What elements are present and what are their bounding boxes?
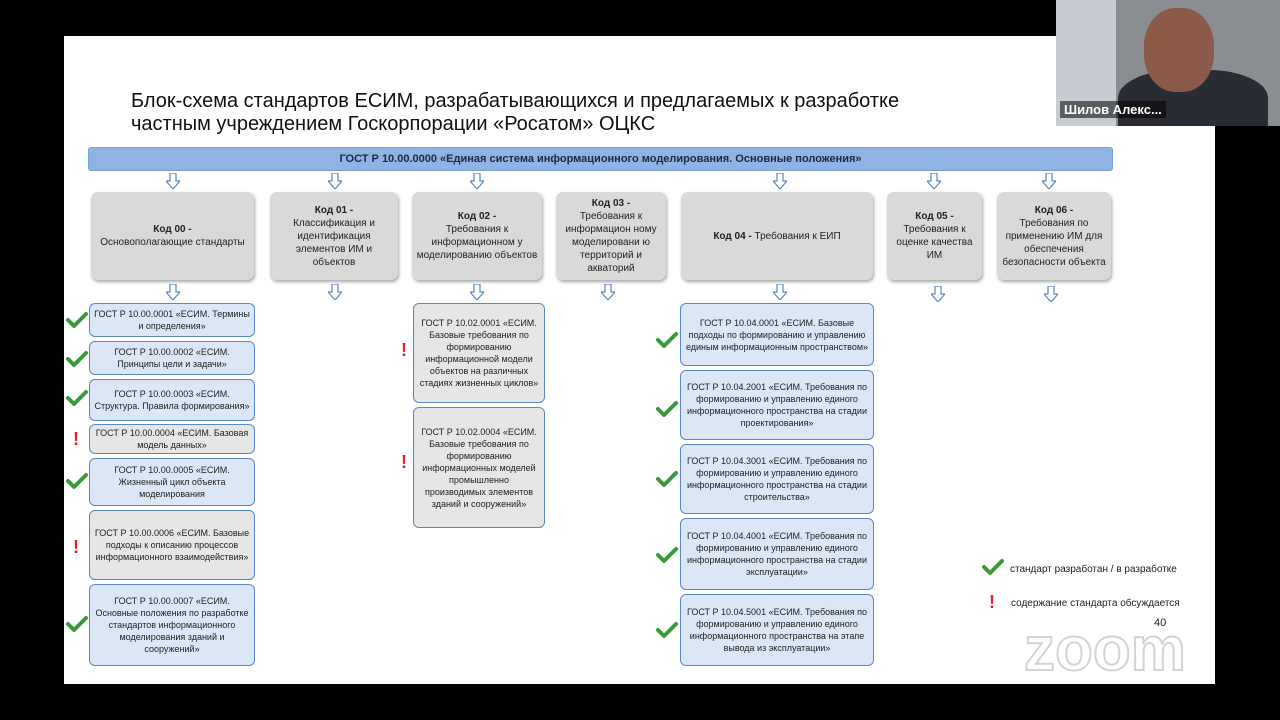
code-box-03: Код 03 - Требования к информацион ному мо… [556,192,666,280]
exclamation-icon: ! [401,340,407,360]
standard-box: ГОСТ Р 10.04.0001 «ЕСИМ. Базовые подходы… [680,303,874,366]
standard-box: ГОСТ Р 10.00.0002 «ЕСИМ. Принципы цели и… [89,341,255,375]
code-box-05-code: Код 05 - [915,211,954,222]
slide-title-line1: Блок-схема стандартов ЕСИМ, разрабатываю… [131,90,900,112]
exclamation-icon: ! [73,537,79,557]
down-arrow-icon [470,173,484,189]
code-box-01-code: Код 01 - [314,204,354,216]
check-icon [656,470,678,488]
down-arrow-icon [166,284,180,300]
code-box-01-text: Классификация и идентификация элементов … [293,217,375,268]
down-arrow-icon [773,284,787,300]
down-arrow-icon [470,284,484,300]
standard-text: ГОСТ Р 10.02.0004 «ЕСИМ. Базовые требова… [421,426,537,509]
standard-box: ГОСТ Р 10.00.0005 «ЕСИМ. Жизненный цикл … [89,458,255,506]
down-arrow-icon [1044,286,1058,302]
participant-video[interactable]: Шилов Алекс... [1056,0,1280,126]
standard-text: ГОСТ Р 10.00.0004 «ЕСИМ. Базовая модель … [95,428,249,450]
code-box-06: Код 06 -Требования по применению ИМ для … [997,192,1111,280]
check-icon [656,400,678,418]
slide-title: Блок-схема стандартов ЕСИМ, разрабатываю… [131,90,1031,136]
standard-box: ГОСТ Р 10.04.2001 «ЕСИМ. Требования по ф… [680,370,874,440]
presentation-slide [64,36,1215,684]
zoom-watermark-logo: zoom [1023,614,1228,687]
exclamation-icon: ! [401,452,407,472]
standard-text: ГОСТ Р 10.00.0007 «ЕСИМ. Основные положе… [95,596,249,654]
check-icon [656,331,678,349]
standard-box: ГОСТ Р 10.00.0004 «ЕСИМ. Базовая модель … [89,424,255,454]
standard-box: ГОСТ Р 10.00.0006 «ЕСИМ. Базовые подходы… [89,510,255,580]
code-box-00-code: Код 00 - [153,224,192,235]
check-icon [66,350,88,368]
standard-box: ГОСТ Р 10.00.0007 «ЕСИМ. Основные положе… [89,584,255,666]
check-icon [66,472,88,490]
standard-text: ГОСТ Р 10.04.0001 «ЕСИМ. Базовые подходы… [685,317,869,352]
down-arrow-icon [166,173,180,189]
page-number: 40 [1154,617,1167,629]
code-box-02-text: Требования к информационном у моделирова… [416,224,538,261]
standard-box: ГОСТ Р 10.04.4001 «ЕСИМ. Требования по ф… [680,518,874,590]
down-arrow-icon [931,286,945,302]
code-box-00: Код 00 - Основополагающие стандарты [91,192,254,280]
standard-text: ГОСТ Р 10.04.2001 «ЕСИМ. Требования по ф… [686,382,868,428]
code-box-06-code: Код 06 - [1034,204,1074,216]
code-box-06-text: Требования по применению ИМ для обеспече… [1002,217,1106,268]
standard-text: ГОСТ Р 10.04.5001 «ЕСИМ. Требования по ф… [686,607,868,653]
check-icon [66,311,88,329]
standard-text: ГОСТ Р 10.00.0002 «ЕСИМ. Принципы цели и… [114,347,230,369]
standard-text: ГОСТ Р 10.04.3001 «ЕСИМ. Требования по ф… [686,456,868,502]
code-box-04-code: Код 04 - [713,230,752,242]
down-arrow-icon [927,173,941,189]
legend-exclamation-icon: ! [989,592,995,612]
standard-text: ГОСТ Р 10.00.0005 «ЕСИМ. Жизненный цикл … [114,465,230,499]
check-icon [66,389,88,407]
exclamation-icon: ! [73,429,79,449]
code-box-04-text: Требования к ЕИП [754,230,841,242]
code-box-05-text: Требования к оценке качества ИМ [896,224,973,261]
standard-box: ГОСТ Р 10.04.5001 «ЕСИМ. Требования по ф… [680,594,874,666]
code-box-00-text: Основополагающие стандарты [100,237,245,248]
code-box-03-text: Требования к информацион ному моделирова… [565,211,657,274]
down-arrow-icon [328,284,342,300]
standard-text: ГОСТ Р 10.00.0003 «ЕСИМ. Структура. Прав… [94,389,250,411]
zoom-watermark-text: zoom [1024,618,1186,682]
standard-text: ГОСТ Р 10.00.0001 «ЕСИМ. Термины и опред… [94,309,250,331]
standard-text: ГОСТ Р 10.04.4001 «ЕСИМ. Требования по ф… [686,531,868,577]
code-box-01: Код 01 -Классификация и идентификация эл… [270,192,398,280]
down-arrow-icon [1042,173,1056,189]
standard-text: ГОСТ Р 10.02.0001 «ЕСИМ. Базовые требова… [419,318,539,388]
code-box-02-code: Код 02 - [457,211,497,222]
check-icon [66,615,88,633]
standard-box: ГОСТ Р 10.02.0004 «ЕСИМ. Базовые требова… [413,407,545,528]
check-icon [656,546,678,564]
standard-text: ГОСТ Р 10.00.0006 «ЕСИМ. Базовые подходы… [94,528,250,562]
code-box-04: Код 04 - Требования к ЕИП [681,192,873,280]
code-box-02: Код 02 - Требования к информационном у мо… [412,192,542,280]
code-box-03-code: Код 03 - [591,198,631,209]
gost-main-banner: ГОСТ Р 10.00.0000 «Единая система информ… [88,147,1113,171]
participant-name-label: Шилов Алекс... [1060,101,1166,118]
code-box-05: Код 05 - Требования к оценке качества ИМ [887,192,982,280]
standard-box: ГОСТ Р 10.00.0003 «ЕСИМ. Структура. Прав… [89,379,255,421]
down-arrow-icon [773,173,787,189]
slide-title-line2: частным учреждением Госкорпорации «Росат… [131,113,656,135]
standard-box: ГОСТ Р 10.04.3001 «ЕСИМ. Требования по ф… [680,444,874,514]
standard-box: ГОСТ Р 10.02.0001 «ЕСИМ. Базовые требова… [413,303,545,403]
standard-box: ГОСТ Р 10.00.0001 «ЕСИМ. Термины и опред… [89,303,255,337]
legend-check-text: стандарт разработан / в разработке [1010,564,1177,575]
participant-head [1144,8,1214,92]
legend-check-icon [982,558,1004,576]
legend-exclamation-text: содержание стандарта обсуждается [1011,598,1180,609]
check-icon [656,621,678,639]
down-arrow-icon [601,284,615,300]
down-arrow-icon [328,173,342,189]
